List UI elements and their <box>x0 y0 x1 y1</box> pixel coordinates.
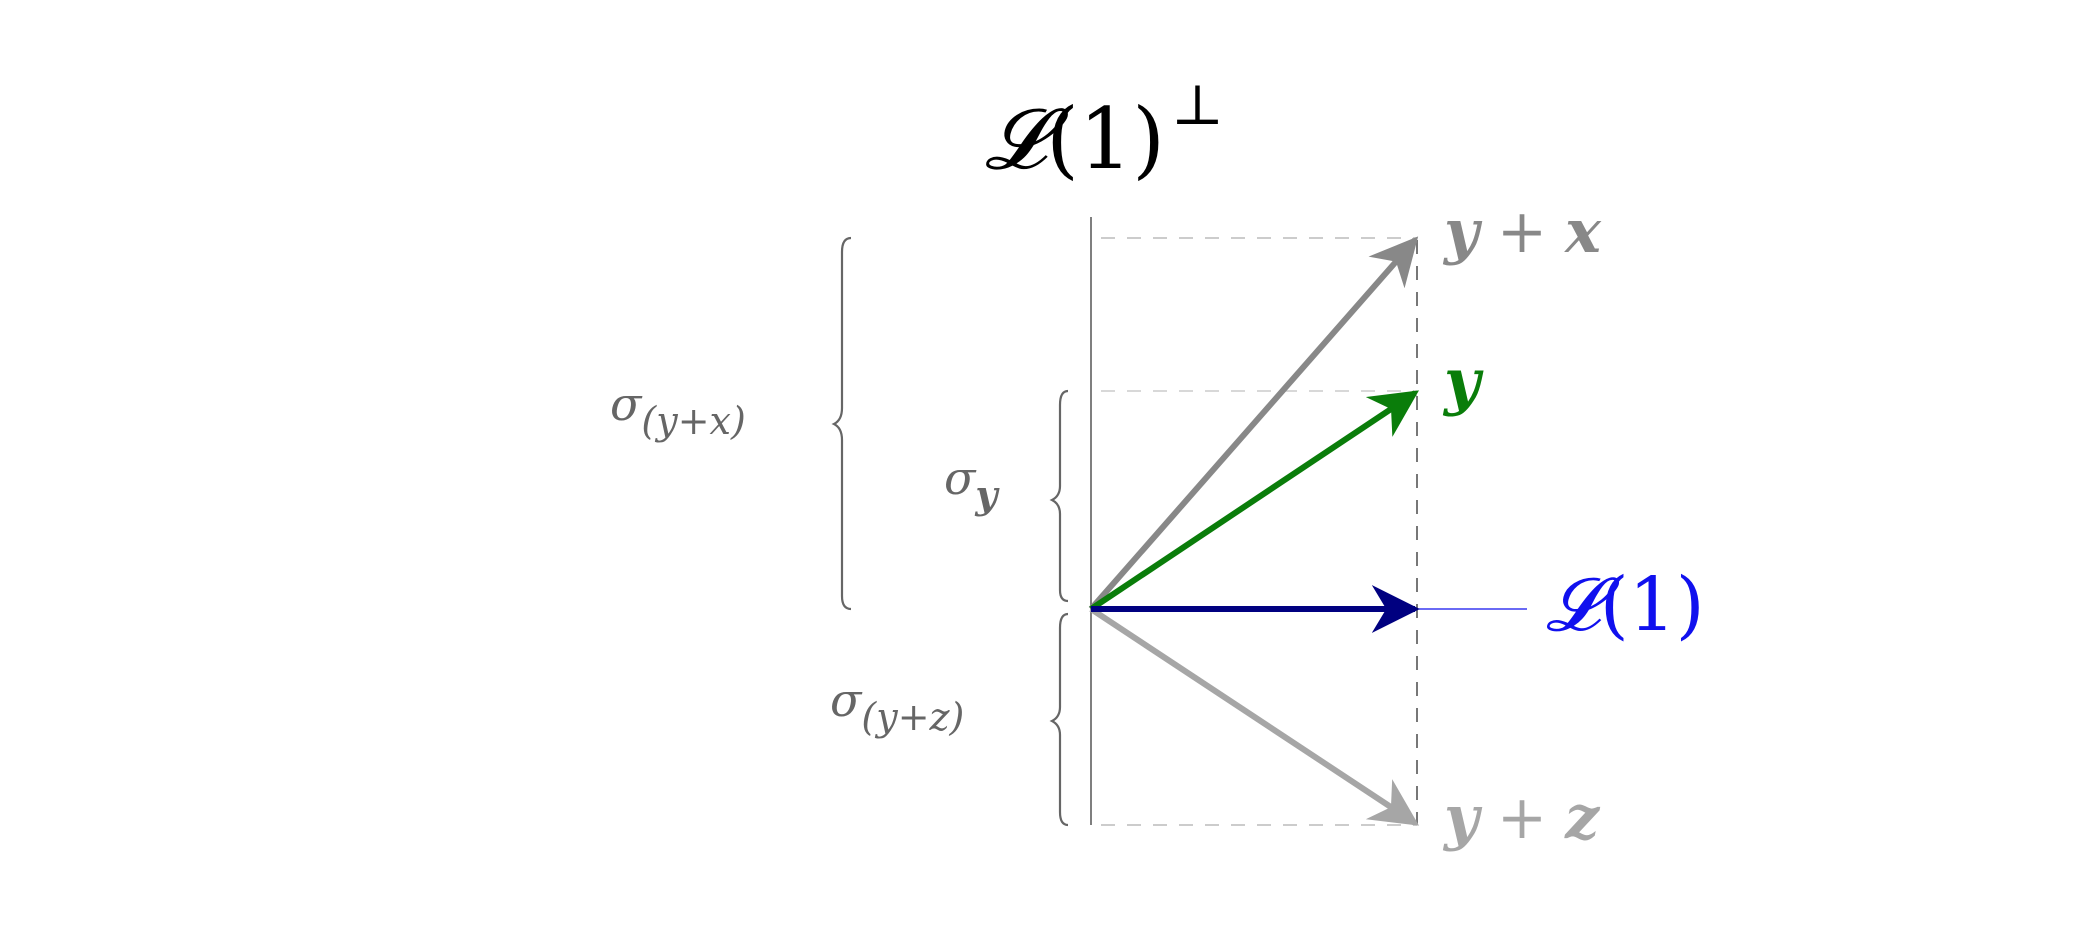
vector-y-plus-z <box>1089 606 1420 826</box>
label-y-plus-x: y+x <box>1442 197 1602 267</box>
brace-sigma-yz-icon <box>1049 612 1069 827</box>
label-L1: 𝓛(1) <box>1546 562 1705 648</box>
label-y: y <box>1442 345 1484 418</box>
sigma-yx-sub: (y+x) <box>641 399 745 443</box>
yz-a: y <box>1442 783 1483 853</box>
sigma-yz-sym: σ <box>830 673 863 727</box>
vector-y <box>1089 390 1419 612</box>
perp-arg: (1) <box>1046 90 1165 188</box>
sigma-y-sub: y <box>974 472 1000 517</box>
sigma-yz-sub: (y+z) <box>861 695 964 739</box>
label-sigma-y: σy <box>944 451 1000 517</box>
label-sigma-yx: σ(y+x) <box>610 377 746 443</box>
yx-b: x <box>1563 197 1602 267</box>
yx-a: y <box>1442 197 1483 267</box>
vector-y-plus-x <box>1088 236 1419 611</box>
sigma-yx-sym: σ <box>610 377 643 431</box>
label-sigma-yz: σ(y+z) <box>830 673 964 739</box>
yz-op: + <box>1497 783 1547 853</box>
L1-arg: (1) <box>1600 562 1705 648</box>
label-y-plus-z: y+z <box>1442 783 1601 853</box>
yx-op: + <box>1497 197 1547 267</box>
perp-sup: ⊥ <box>1171 73 1224 138</box>
brace-sigma-y-icon <box>1049 389 1069 603</box>
yz-b: z <box>1564 783 1601 853</box>
perp-space-label: 𝓛(1)⊥ <box>985 73 1224 188</box>
sigma-y-sym: σ <box>944 451 977 505</box>
brace-sigma-yx-icon <box>831 236 852 611</box>
